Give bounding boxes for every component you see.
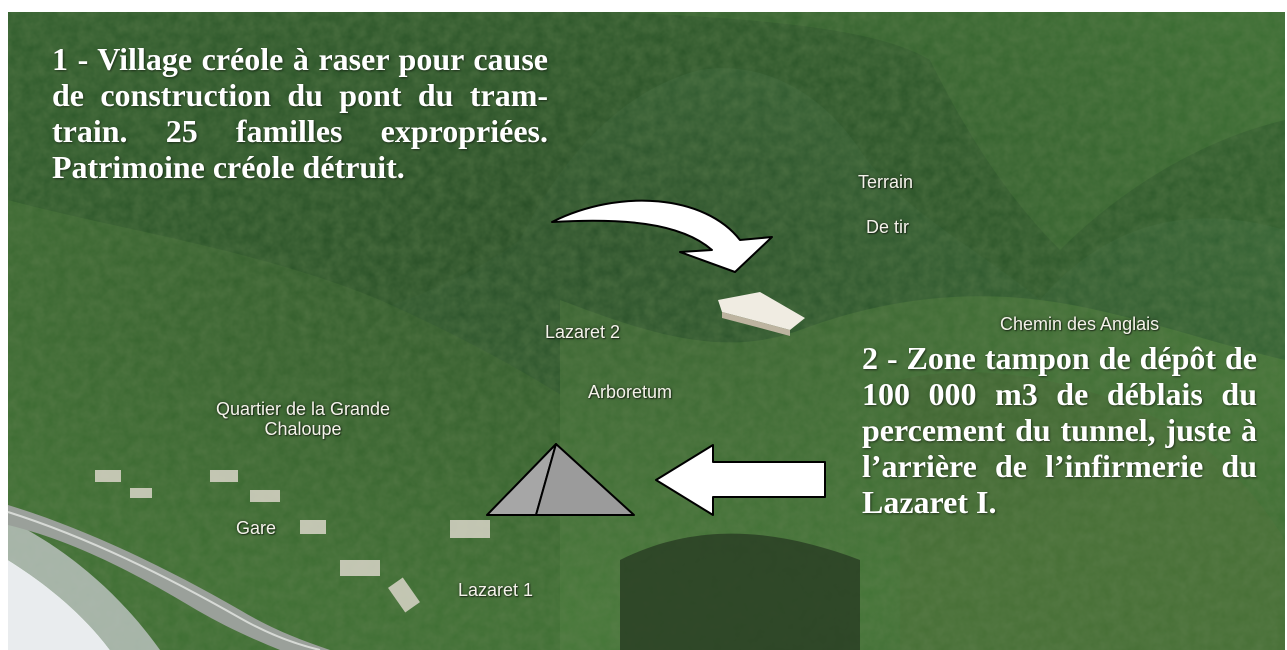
place-label-arboretum: Arboretum [588, 382, 673, 402]
place-label-chemin-des-anglais: Chemin des Anglais [1000, 314, 1160, 334]
pyramid-icon [486, 443, 635, 516]
place-label-terrain: Terrain [858, 172, 914, 192]
curved-arrow-icon [551, 199, 773, 273]
place-label-lazaret-2: Lazaret 2 [545, 322, 621, 342]
place-label-gare: Gare [236, 518, 277, 538]
left-arrow-icon [655, 444, 826, 516]
place-label-quartier-line1: Quartier de la Grande [215, 399, 391, 419]
place-label-de-tir: De tir [866, 217, 910, 237]
annotation-zone-tampon: 2 - Zone tampon de dépôt de 100 000 m3 d… [862, 340, 1257, 520]
place-label-lazaret-1: Lazaret 1 [458, 580, 534, 600]
annotation-village-creole: 1 - Village créole à raser pour cause de… [52, 41, 548, 185]
place-label-quartier: Quartier de la Grande Chaloupe [183, 399, 423, 439]
place-label-quartier-line2: Chaloupe [264, 419, 342, 439]
